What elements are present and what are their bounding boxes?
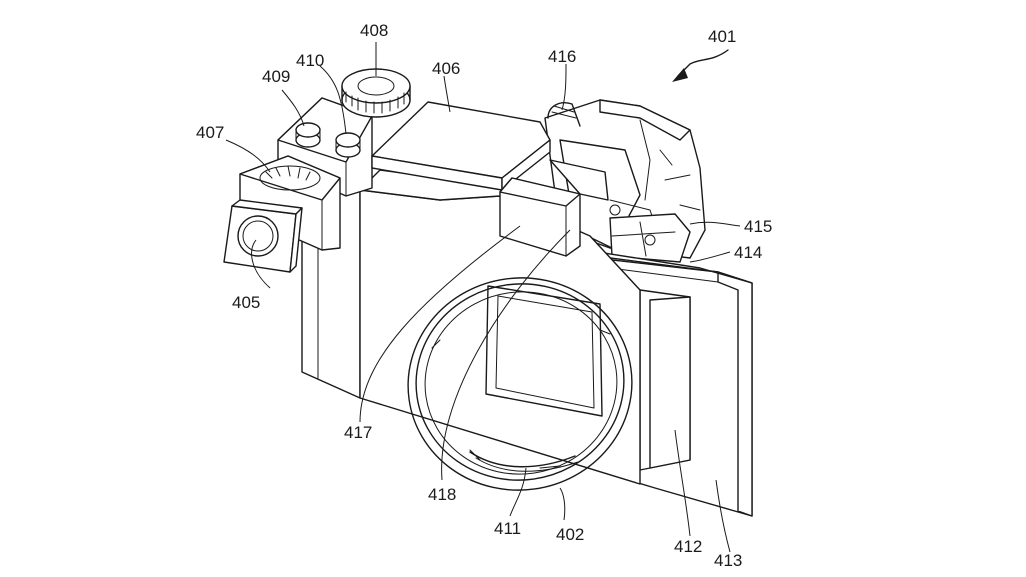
label-413: 413 [714,551,742,570]
label-410: 410 [296,51,324,70]
label-418: 418 [428,485,456,504]
label-417: 417 [344,423,372,442]
label-415: 415 [744,217,772,236]
prism-block-417 [499,159,609,257]
lens-mount-402 [407,277,633,491]
label-402: 402 [556,525,584,544]
top-plate-406 [371,101,551,191]
button-410 [335,132,361,158]
top-dial-408 [341,68,411,118]
mechanism-415 [609,213,691,263]
label-414: 414 [734,243,762,262]
mode-dial-block-407 [239,155,341,251]
sensor-opening [485,285,603,417]
label-401: 401 [708,27,736,46]
label-405: 405 [232,293,260,312]
middle-block-412 [639,289,691,471]
button-409 [295,122,321,148]
label-407: 407 [196,123,224,142]
label-406: 406 [432,59,460,78]
label-409: 409 [262,67,290,86]
label-411: 411 [494,519,521,538]
bayonet-411 [469,451,579,472]
reference-numerals: 401 408 406 410 409 407 405 416 415 414 … [196,21,772,570]
label-412: 412 [674,537,702,556]
label-408: 408 [360,21,388,40]
leader-lines [225,42,741,553]
label-416: 416 [548,47,576,66]
side-button-block-405 [223,199,303,273]
